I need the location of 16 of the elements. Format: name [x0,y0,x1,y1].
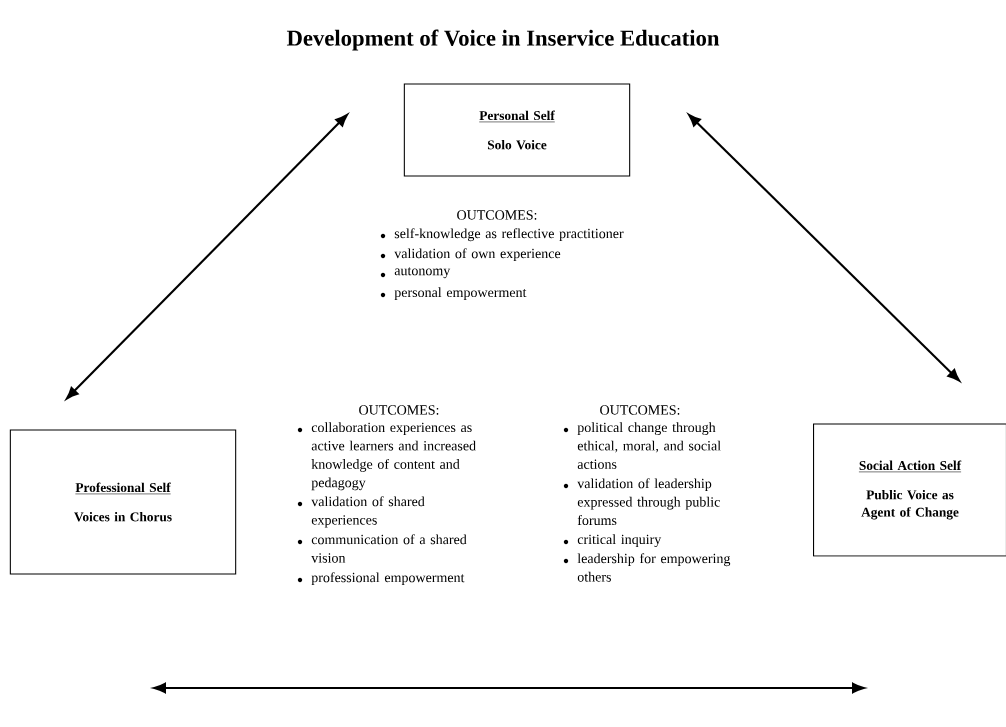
self-box: Personal Self Solo Voice [403,83,631,177]
title: Development of Voice in Inservice Education [286,29,720,51]
double-arrow [66,114,348,400]
self-box: Social Action Self Public Voice as Agent of Change [813,423,1006,557]
outcome-item: self-knowledge as reflective practitioner [394,228,624,242]
double-arrow [688,114,960,382]
outcome-item: professional empowerment [311,572,465,586]
outcome-item: validation of own experience [394,248,561,262]
outcomes-heading: OUTCOMES: [457,210,537,220]
self-box: Professional Self Voices in Chorus [9,429,237,575]
outcomes-heading: OUTCOMES: [600,405,680,415]
outcomes-heading: OUTCOMES: [359,405,439,415]
outcome-item: personal empowerment [394,287,527,300]
outcome-item: leadership for empowering others [577,553,731,582]
outcome-item: critical inquiry [577,534,662,547]
outcome-item: autonomy [394,267,451,279]
